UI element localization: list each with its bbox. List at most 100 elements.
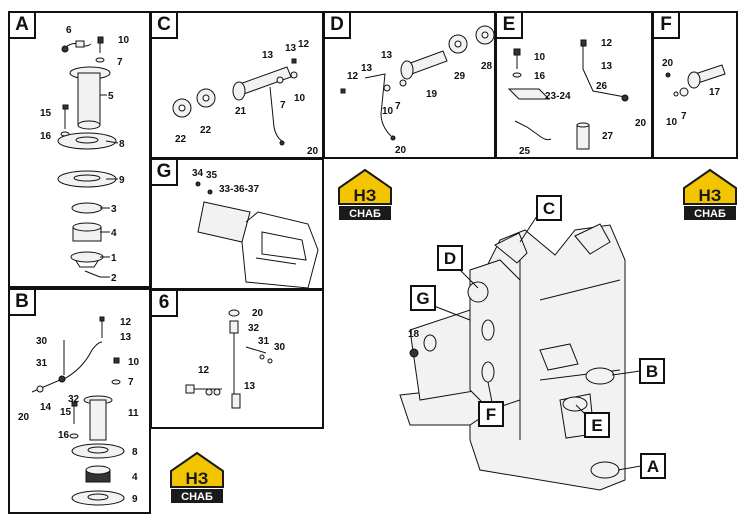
panel-c: C 13 13 12 7 10 21 22 22 20 — [150, 11, 324, 159]
panel-d-tag: D — [325, 13, 351, 39]
label-d-20: 20 — [395, 145, 407, 156]
label-a-16: 16 — [40, 131, 52, 142]
label-e-12: 12 — [601, 38, 613, 49]
label-6-31: 31 — [258, 336, 270, 347]
label-a-2: 2 — [111, 273, 117, 284]
label-e-26: 26 — [596, 81, 608, 92]
callout-a: A — [617, 453, 666, 479]
label-a-1: 1 — [111, 253, 117, 264]
label-a-3: 3 — [111, 204, 117, 215]
label-6-12: 12 — [198, 365, 210, 376]
label-a-15: 15 — [40, 108, 52, 119]
label-6-30: 30 — [274, 342, 286, 353]
label-6-20: 20 — [252, 308, 264, 319]
callout-d: D — [437, 245, 479, 289]
callout-d-label: D — [444, 249, 456, 268]
logo-text-2: СНАБ — [694, 208, 726, 220]
callout-e: E — [575, 404, 610, 438]
panel-f-drawing: 20 10 7 17 — [662, 58, 726, 128]
frame-body — [399, 223, 626, 491]
label-6-13: 13 — [244, 381, 256, 392]
label-d-10: 10 — [382, 106, 394, 117]
callout-b-label: B — [646, 362, 658, 381]
callout-g: G — [410, 285, 471, 321]
callout-g-label: G — [416, 289, 429, 308]
callout-f: F — [478, 381, 504, 427]
label-g-33-36-37: 33-36-37 — [219, 184, 259, 195]
label-6-32: 32 — [248, 323, 260, 334]
panel-d: D 12 13 13 10 7 19 29 28 20 — [323, 11, 496, 159]
logo-text-1: СНАБ — [349, 208, 381, 220]
callout-e-label: E — [591, 416, 602, 435]
label-a-6: 6 — [66, 25, 72, 36]
label-d-19: 19 — [426, 89, 438, 100]
label-f-17: 17 — [709, 87, 721, 98]
panel-6-tag: 6 — [152, 291, 178, 317]
callout-f-label: F — [486, 405, 496, 424]
callout-c-label: C — [543, 199, 555, 218]
panel-b: B 12 13 30 31 10 7 32 20 14 15 11 16 8 — [8, 288, 151, 514]
panel-6-drawing: 20 32 31 30 12 13 — [185, 308, 286, 409]
label-e-27: 27 — [602, 131, 614, 142]
logo-nz-snab-2: НЗ СНАБ — [683, 168, 737, 220]
label-b-16: 16 — [58, 430, 70, 441]
label-f-10: 10 — [666, 117, 678, 128]
panel-e-tag: E — [497, 13, 523, 39]
panel-d-drawing: 12 13 13 10 7 19 29 28 20 — [340, 25, 495, 156]
label-a-4: 4 — [111, 228, 117, 239]
label-b-4: 4 — [132, 472, 138, 483]
label-b-10: 10 — [128, 357, 140, 368]
label-b-9: 9 — [132, 494, 138, 505]
panel-a-drawing: 6 10 7 5 15 16 8 9 3 4 1 2 — [40, 25, 130, 284]
panel-f-tag: F — [654, 13, 680, 39]
label-b-12: 12 — [120, 317, 132, 328]
panel-a: A — [8, 11, 151, 288]
label-main-18: 18 — [408, 329, 420, 340]
logo-mark-3: НЗ — [186, 469, 209, 488]
label-b-8: 8 — [132, 447, 138, 458]
label-b-15: 15 — [60, 407, 72, 418]
label-d-13: 13 — [361, 63, 373, 74]
callout-c: C — [519, 195, 562, 243]
panel-6: 6 20 32 31 30 12 13 — [150, 289, 324, 429]
panel-b-drawing: 12 13 30 31 10 7 32 20 14 15 11 16 8 4 9 — [18, 316, 140, 506]
logo-mark-2: НЗ — [699, 186, 722, 205]
label-a-7: 7 — [117, 57, 123, 68]
label-d-29: 29 — [454, 71, 466, 82]
label-b-32: 32 — [68, 394, 80, 405]
panel-g: G 34 35 33-36-37 — [150, 158, 324, 290]
label-c-12: 12 — [298, 39, 310, 50]
label-c-10: 10 — [294, 93, 306, 104]
label-d-28: 28 — [481, 61, 493, 72]
label-b-30: 30 — [36, 336, 48, 347]
label-b-13: 13 — [120, 332, 132, 343]
callout-b: B — [611, 358, 665, 384]
label-b-14: 14 — [40, 402, 52, 413]
label-e-20: 20 — [635, 118, 647, 129]
label-c-22a: 22 — [175, 134, 187, 145]
label-f-20: 20 — [662, 58, 674, 69]
label-d-13b: 13 — [381, 50, 393, 61]
label-a-9: 9 — [119, 175, 125, 186]
label-e-25: 25 — [519, 146, 531, 157]
label-a-5: 5 — [108, 91, 114, 102]
label-a-8: 8 — [119, 139, 125, 150]
label-c-22b: 22 — [200, 125, 212, 136]
label-c-13: 13 — [262, 50, 274, 61]
logo-nz-snab-3: НЗ СНАБ — [170, 451, 224, 503]
panel-b-tag: B — [10, 290, 36, 316]
panel-f: F 20 10 7 17 — [652, 11, 738, 159]
logo-nz-snab-1: НЗ СНАБ — [338, 168, 392, 220]
logo-text-3: СНАБ — [181, 491, 213, 503]
label-e-2324: 23-24 — [545, 91, 571, 102]
label-f-7: 7 — [681, 111, 687, 122]
label-c-21: 21 — [235, 106, 247, 117]
label-e-10: 10 — [534, 52, 546, 63]
panel-e: E 10 16 12 13 26 23-24 20 25 27 — [495, 11, 653, 159]
panel-c-tag: C — [152, 13, 178, 39]
label-b-31: 31 — [36, 358, 48, 369]
label-e-16: 16 — [534, 71, 546, 82]
panel-g-drawing: 34 35 33-36-37 — [192, 168, 319, 289]
label-d-12: 12 — [347, 71, 359, 82]
label-g-34: 34 — [192, 168, 204, 179]
